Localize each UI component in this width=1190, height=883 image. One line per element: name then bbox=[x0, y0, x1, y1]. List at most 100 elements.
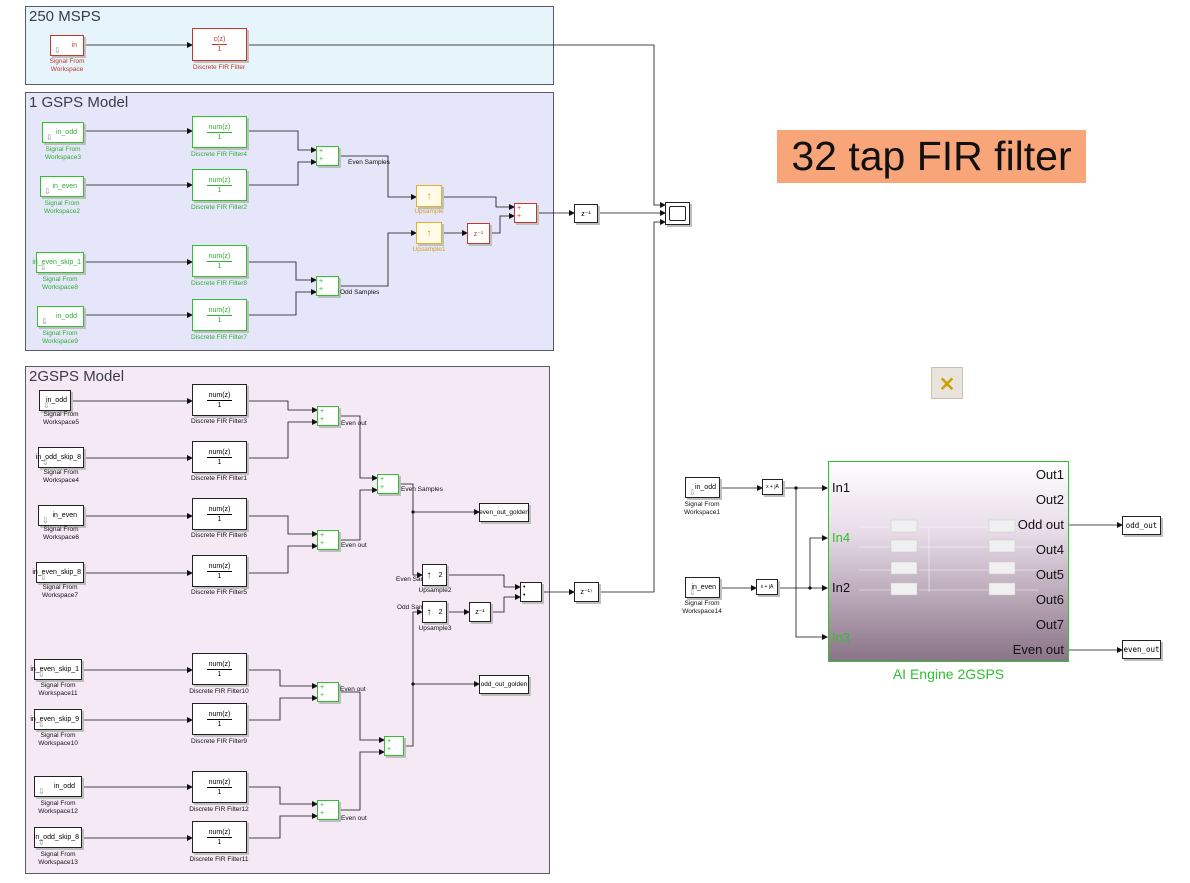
block-label: Even Samples bbox=[348, 159, 390, 166]
signal-from-workspace-block[interactable]: ⇩ in_odd bbox=[37, 306, 84, 327]
upsample-block[interactable]: ↑ bbox=[416, 185, 442, 207]
subsystem-preview-icon bbox=[859, 519, 1039, 596]
block-label: Discrete FIR Filter9 bbox=[191, 738, 247, 745]
signal-from-workspace-block[interactable]: ⇩ in_even bbox=[38, 505, 84, 526]
sum-block[interactable]: ++ bbox=[514, 203, 537, 223]
annotation-note[interactable]: 32 tap FIR filter bbox=[777, 130, 1086, 183]
sum-block[interactable]: ++ bbox=[316, 146, 339, 166]
ai-engine-subsystem-block[interactable]: In1 In4 In2 In3 Out1 Out2 Odd out Out4 O… bbox=[828, 461, 1069, 662]
upsample-block[interactable]: ↑ bbox=[416, 222, 442, 244]
upsample-block[interactable]: ↑2 bbox=[422, 564, 447, 586]
signal-from-workspace-block[interactable]: ⇩ in_even_skip_1 bbox=[32, 252, 84, 273]
integer-delay-block[interactable]: z⁻¹⁷ bbox=[574, 582, 599, 602]
odd-out-golden-block[interactable]: odd_out_golden bbox=[479, 675, 529, 694]
sum-block[interactable]: ++ bbox=[317, 530, 339, 550]
block-label: Discrete FIR Filter12 bbox=[189, 806, 249, 813]
block-label: Even Samples bbox=[401, 486, 443, 493]
block-label: Discrete FIR Filter7 bbox=[191, 334, 247, 341]
sum-block[interactable]: •• bbox=[520, 582, 542, 602]
discrete-fir-filter-block[interactable]: num(z)1 bbox=[192, 384, 247, 416]
discrete-fir-filter-block[interactable]: num(z)1 bbox=[192, 771, 247, 803]
block-label: Discrete FIR Filter6 bbox=[191, 532, 247, 539]
discrete-fir-filter-block[interactable]: num(z)1 bbox=[192, 653, 247, 685]
signal-from-workspace-block[interactable]: ⇩ in_even bbox=[40, 176, 84, 197]
signal-from-workspace-block[interactable]: ⇩ in_even_skip_8 bbox=[32, 562, 84, 583]
output-port-out4[interactable]: Out4 bbox=[1035, 542, 1064, 557]
signal-from-workspace-block[interactable]: ⇩ in_odd bbox=[685, 477, 720, 498]
output-port-out6[interactable]: Out6 bbox=[1035, 592, 1064, 607]
signal-from-workspace-block[interactable]: ⇩ in_odd_skip_8 bbox=[36, 447, 84, 468]
discrete-fir-filter-block[interactable]: num(z)1 bbox=[192, 245, 247, 277]
block-label: Upsample bbox=[414, 208, 444, 215]
output-port-odd-out[interactable]: Odd out bbox=[1017, 517, 1064, 532]
output-port-out5[interactable]: Out5 bbox=[1035, 567, 1064, 582]
import-arrow-icon: ⇩ bbox=[689, 588, 696, 597]
import-arrow-icon: ⇩ bbox=[41, 317, 48, 326]
block-label: Discrete FIR Filter5 bbox=[191, 589, 247, 596]
block-label: Discrete FIR Filter11 bbox=[189, 856, 249, 863]
input-port-in4[interactable]: In4 bbox=[832, 530, 851, 545]
discrete-fir-filter-block[interactable]: num(z)1 bbox=[192, 821, 247, 853]
scope-block[interactable] bbox=[665, 202, 690, 225]
input-port-in3[interactable]: In3 bbox=[832, 630, 851, 645]
output-port-even-out[interactable]: Even out bbox=[1012, 642, 1064, 657]
area-250msps[interactable]: 250 MSPS bbox=[25, 6, 554, 85]
block-label: Upsample1 bbox=[412, 246, 446, 253]
ai-engine-caption: AI Engine 2GSPS bbox=[892, 666, 1005, 682]
even-out-golden-block[interactable]: even_out_golden bbox=[479, 503, 529, 522]
signal-from-workspace-block[interactable]: ⇩ in_odd bbox=[39, 390, 71, 411]
real-imag-to-complex-block[interactable]: x + jA bbox=[756, 579, 778, 595]
discrete-fir-filter-block[interactable]: num(z)1 bbox=[192, 703, 247, 735]
output-port-out1[interactable]: Out1 bbox=[1035, 467, 1064, 482]
unit-delay-block[interactable]: z⁻¹ bbox=[574, 204, 598, 223]
unit-delay-block[interactable]: z⁻¹ bbox=[467, 223, 490, 244]
discrete-fir-filter-block[interactable]: num(z)1 bbox=[192, 116, 247, 148]
sum-block[interactable]: ++ bbox=[317, 406, 339, 426]
sum-block[interactable]: ++ bbox=[377, 474, 399, 494]
upsample-block[interactable]: ↑2 bbox=[422, 601, 447, 623]
signal-from-workspace-block[interactable]: ⇩ in_even_skip_1 bbox=[30, 659, 82, 680]
discrete-fir-filter-block[interactable]: num(z)1 bbox=[192, 555, 247, 587]
sum-block[interactable]: ++ bbox=[317, 800, 339, 820]
import-arrow-icon: ⇩ bbox=[689, 488, 696, 497]
discrete-fir-filter-block[interactable]: num(z)1 bbox=[192, 169, 247, 201]
signal-from-workspace-block[interactable]: ⇩ in_odd bbox=[42, 122, 84, 143]
xilinx-logo-icon[interactable]: ⨯ bbox=[931, 367, 963, 399]
import-arrow-icon: ⇩ bbox=[38, 670, 45, 679]
signal-from-workspace-block[interactable]: ⇩ in_even_skip_9 bbox=[30, 709, 82, 730]
area-2gsps-model[interactable]: 2GSPS Model bbox=[25, 366, 550, 874]
sum-block[interactable]: ++ bbox=[317, 682, 339, 702]
discrete-fir-filter-block[interactable]: num(z)1 bbox=[192, 441, 247, 473]
discrete-fir-filter-block[interactable]: num(z)1 bbox=[192, 299, 247, 331]
input-port-in1[interactable]: In1 bbox=[832, 480, 851, 495]
signal-from-workspace-block[interactable]: ⇩ in_odd_skip_8 bbox=[34, 827, 82, 848]
discrete-fir-filter-block[interactable]: c(z)1 bbox=[192, 28, 247, 61]
signal-from-workspace-block[interactable]: ⇩ in bbox=[50, 35, 84, 56]
output-port-out2[interactable]: Out2 bbox=[1035, 492, 1064, 507]
even-out-workspace-block[interactable]: even_out bbox=[1122, 640, 1161, 659]
output-port-out7[interactable]: Out7 bbox=[1035, 617, 1064, 632]
sum-block[interactable]: ++ bbox=[384, 736, 404, 756]
block-label: Discrete FIR Filter4 bbox=[191, 151, 247, 158]
sum-block[interactable]: ++ bbox=[316, 276, 339, 296]
block-label: Odd Samples bbox=[340, 289, 380, 296]
input-port-in2[interactable]: In2 bbox=[832, 580, 851, 595]
area-1gsps-model[interactable]: 1 GSPS Model bbox=[25, 92, 554, 351]
discrete-fir-filter-block[interactable]: num(z)1 bbox=[192, 498, 247, 530]
odd-out-workspace-block[interactable]: odd_out bbox=[1122, 516, 1161, 535]
real-imag-to-complex-block[interactable]: x + jA bbox=[762, 479, 783, 495]
signal-from-workspace-block[interactable]: ⇩ in_even bbox=[685, 577, 720, 598]
signal-from-workspace-block[interactable]: ⇩ in_odd bbox=[34, 776, 82, 797]
block-label: Upsample2 bbox=[418, 587, 452, 594]
import-arrow-icon: ⇩ bbox=[38, 838, 45, 847]
import-arrow-icon: ⇩ bbox=[46, 133, 53, 142]
unit-delay-block[interactable]: z⁻¹ bbox=[469, 602, 491, 622]
import-arrow-icon: ⇩ bbox=[44, 187, 51, 196]
